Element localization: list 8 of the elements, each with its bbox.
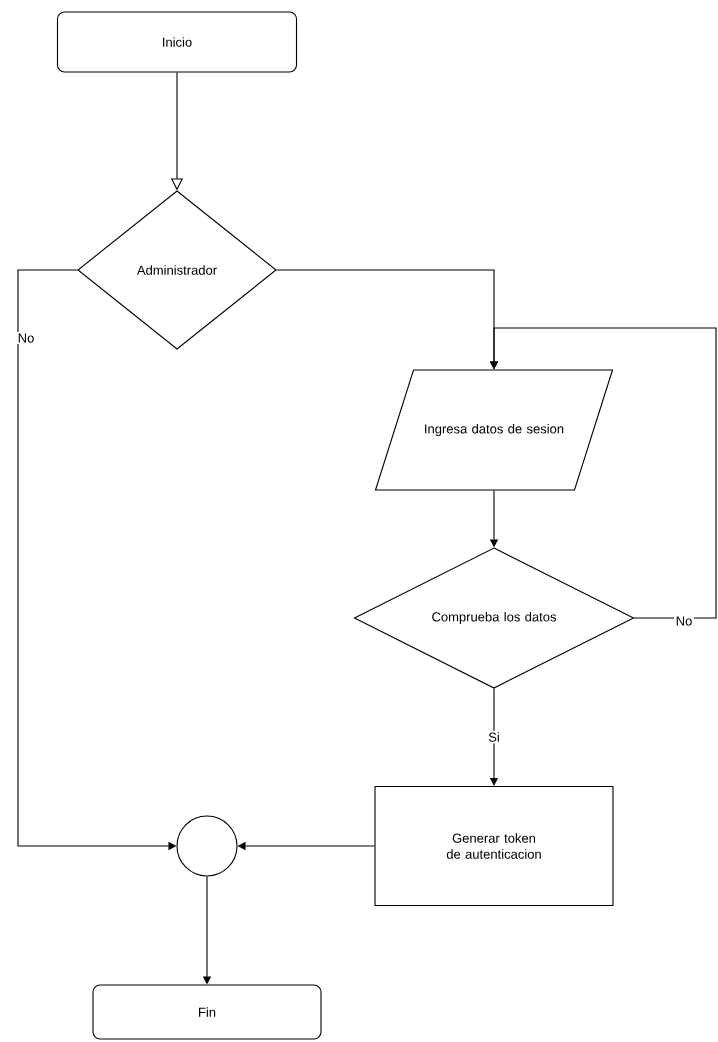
terminal-box: Inicio [56, 11, 298, 73]
edge-label: No [16, 331, 36, 345]
edge-label: No [674, 615, 694, 628]
edge-label: Si [486, 730, 502, 744]
connector-circle [176, 815, 238, 877]
process-box: Generar token de autenticacion [374, 785, 614, 907]
terminal-box: Fin [92, 984, 322, 1040]
input-parallelogram: Ingresa datos de sesion [374, 369, 614, 491]
